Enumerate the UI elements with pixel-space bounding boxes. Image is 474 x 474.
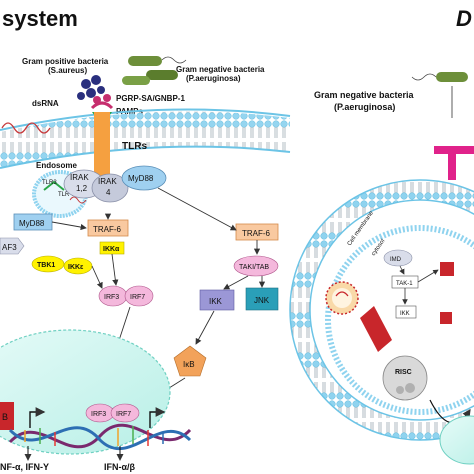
tlr78-label: TLR 7/8: [58, 192, 80, 198]
right-nucleus: [439, 415, 474, 465]
ikka-label: IKKα: [103, 246, 120, 253]
traf3-shape: [0, 237, 25, 255]
right-red-marker: [440, 262, 454, 276]
traf6-right-label: TRAF-6: [242, 229, 271, 238]
myd88-top-blob: [121, 165, 167, 191]
irak12-label-b: 1,2: [76, 184, 88, 193]
gram-negative-label: Gram negative bacteria: [176, 65, 265, 74]
myd88-endosome-label: MyD88: [19, 219, 45, 228]
transcription-start-arrow-left: [29, 407, 46, 428]
gram-positive-species: (S.aureus): [48, 66, 87, 75]
traf6-left-label: TRAF-6: [93, 225, 122, 234]
right-cell-outer-membrane: [290, 180, 474, 440]
ifn-left-output: NF-α, IFN-Y: [0, 462, 49, 472]
ifn-right-output: IFN-α/β: [104, 462, 136, 472]
gram-positive-bacteria-icon: [77, 75, 111, 104]
right-bacteria-icon: [411, 72, 468, 82]
imd-label: IMD: [390, 257, 402, 263]
red-box-label: B: [2, 412, 8, 422]
taki-tab-blob: [233, 255, 279, 277]
right-red-marker-2: [440, 312, 452, 324]
jnk-teal-label: JNK: [254, 296, 270, 305]
imd-blob: [383, 249, 413, 267]
panel-title-d: D: [456, 6, 472, 31]
tlr3-label: TLR3: [42, 180, 57, 186]
dsrna-strand-icon: [1, 122, 51, 134]
irf7-cyto-blob: [124, 285, 154, 307]
transcription-start-arrow-right: [149, 407, 166, 428]
nucleus: [0, 329, 171, 455]
plasma-membrane: [0, 111, 290, 168]
tak1-label: TAK-1: [396, 281, 413, 287]
right-cell-inner-membrane: [325, 225, 474, 415]
dsrna-label: dsRNA: [32, 99, 59, 108]
ikk-right-label: IKK: [400, 311, 410, 317]
irak12-label-a: IRAK: [70, 173, 89, 182]
tlr3-receptor-icon: [43, 180, 65, 191]
traf3-label: AF3: [2, 243, 17, 252]
irf7-cyto-label: IRF7: [130, 294, 145, 301]
red-transcription-box: [0, 402, 14, 430]
ikb-label: IκB: [183, 360, 195, 369]
tlrs-label: TLRs: [122, 141, 147, 152]
right-receptor-icon: [434, 146, 474, 180]
taki-tab-label: TAKI/TAB: [239, 264, 269, 271]
endosome-label: Endosome: [36, 161, 77, 170]
gram-negative-bacteria-icon: [122, 56, 187, 85]
signal-arrows-right: [399, 265, 439, 305]
irak4-label-a: IRAK: [98, 177, 117, 186]
irak-4-blob: [91, 173, 129, 203]
risc-complex: [382, 355, 428, 401]
jnk-teal-box: [245, 287, 279, 311]
pgrp-label: PGRP-SA/GNBP-1: [116, 94, 185, 103]
panel-title-system: system: [2, 6, 78, 31]
cytosol-label: cytosol: [371, 238, 387, 257]
tbk1-blob: [31, 255, 65, 273]
ikke-label: IKKε: [68, 264, 84, 271]
irf3-nuclear-label: IRF3: [91, 411, 106, 418]
dna-helix-icon: [8, 423, 192, 451]
right-gram-negative-label: Gram negative bacteria: [314, 90, 415, 100]
risc-label: RISC: [395, 369, 412, 376]
tlr-receptor-icon: [90, 101, 114, 180]
irf3-cyto-label: IRF3: [104, 294, 119, 301]
ikk-purple-label: IKK: [209, 297, 223, 306]
right-gram-negative-species: (P.aeruginosa): [334, 102, 395, 112]
ikk-purple-box: [199, 289, 235, 311]
ikk-right-box: [395, 305, 417, 319]
left-panel: system Gram positive bacteria (S.aureus)…: [0, 6, 291, 472]
gram-negative-species: (P.aeruginosa): [186, 74, 241, 83]
tbk1-label: TBK1: [37, 262, 55, 269]
ikb-pentagon: [173, 345, 207, 377]
virus-particle-icon: [325, 281, 359, 315]
right-panel: D Gram negative bacteria (P.aeruginosa) …: [289, 6, 474, 465]
irak4-label-b: 4: [106, 188, 111, 197]
irf7-nuclear-blob: [110, 403, 140, 423]
gram-positive-label: Gram positive bacteria: [22, 57, 109, 66]
traf6-left-box: [87, 219, 129, 237]
myd88-top-label: MyD88: [128, 174, 154, 183]
red-tube-icon: [360, 306, 392, 352]
irf7-nuclear-label: IRF7: [116, 411, 131, 418]
